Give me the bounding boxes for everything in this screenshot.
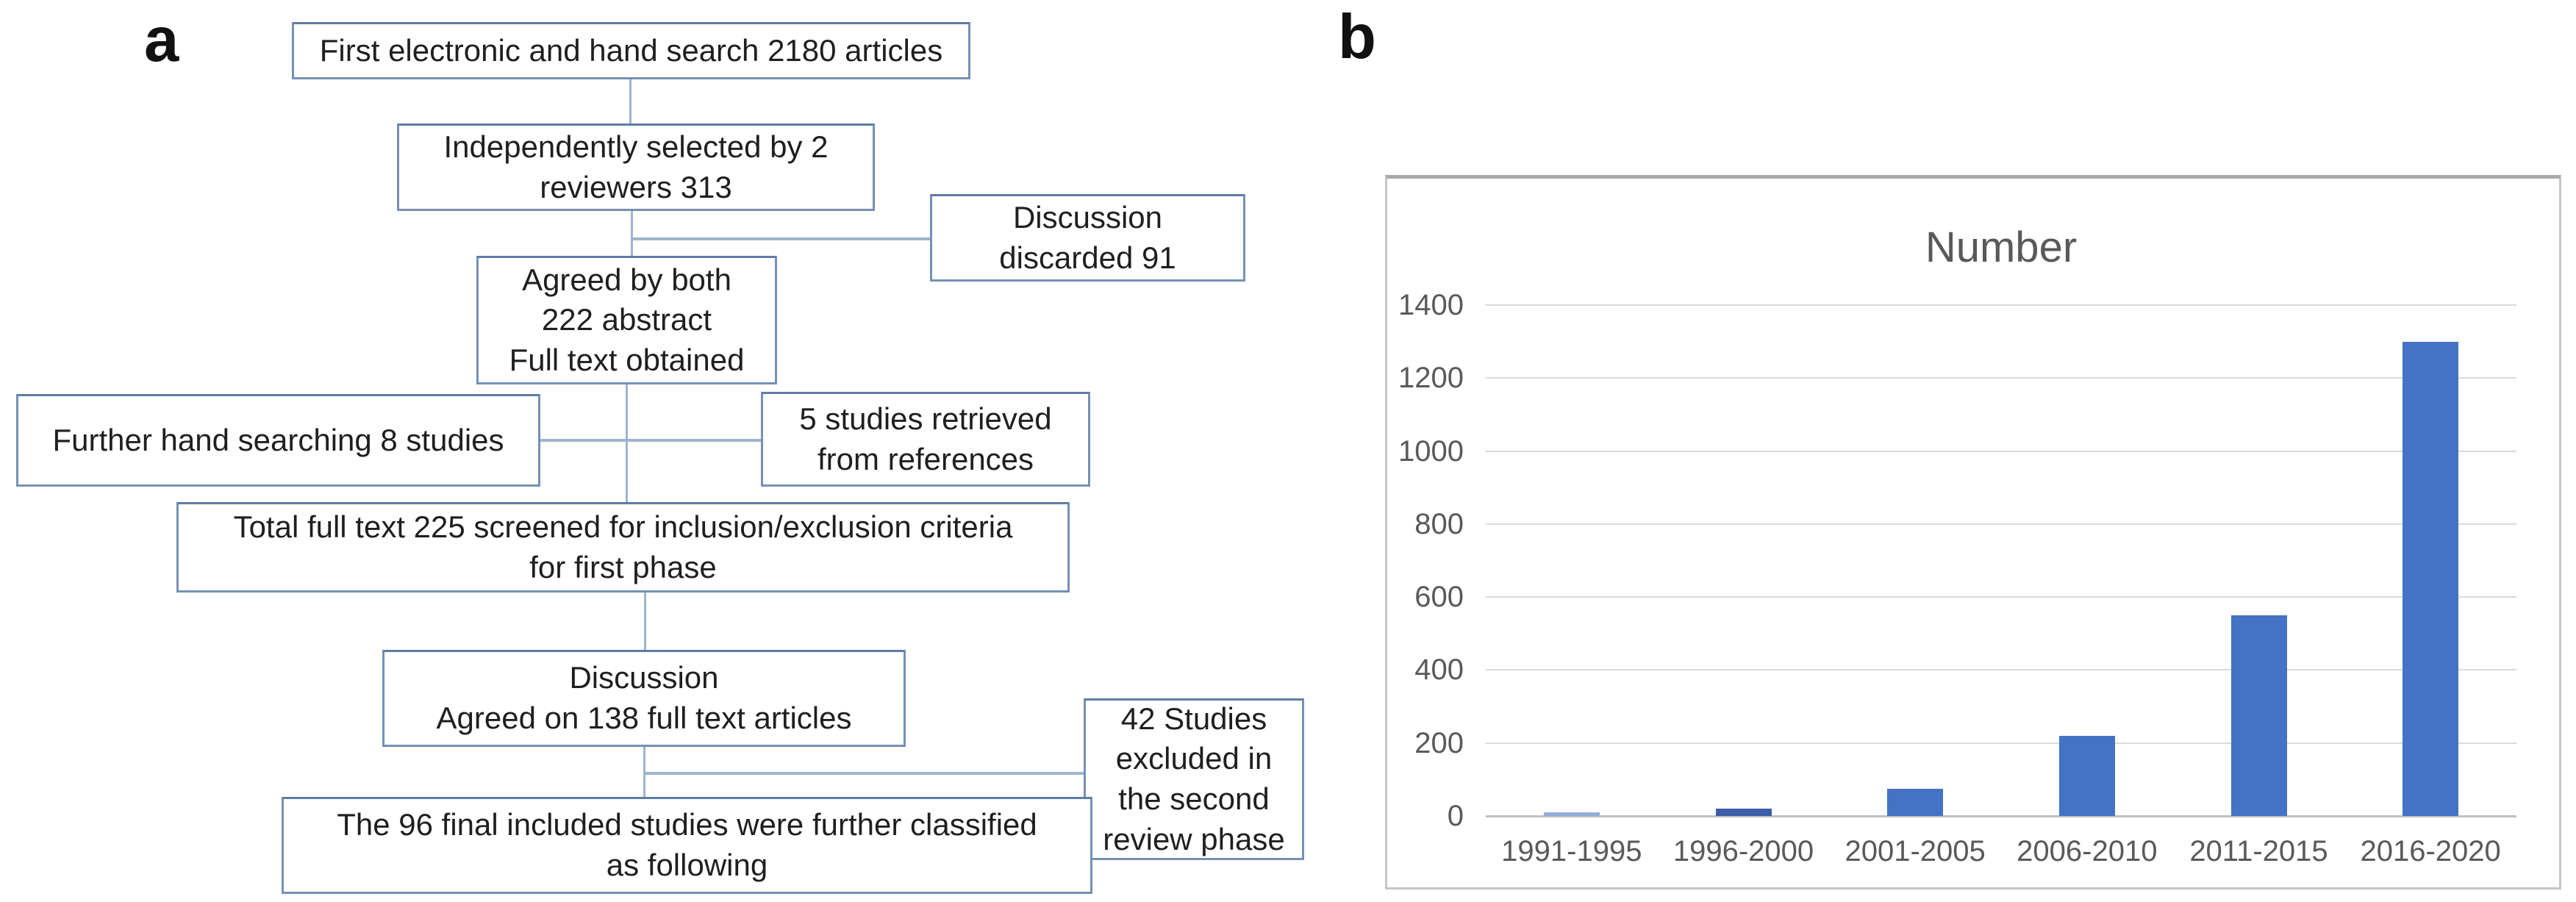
gridline <box>1486 377 2516 379</box>
bar-2001-2005 <box>1887 788 1944 816</box>
y-tick-label: 0 <box>1447 800 1464 832</box>
y-tick-label: 400 <box>1414 654 1464 687</box>
x-tick-label: 2006-2010 <box>2017 835 2158 867</box>
y-tick-label: 1400 <box>1398 289 1464 321</box>
x-tick-label: 2001-2005 <box>1845 835 1986 867</box>
connector-line <box>644 593 646 651</box>
gridline <box>1486 304 2516 306</box>
flowchart-box-studies-excluded: 42 Studies excluded in the second review… <box>1084 698 1304 860</box>
bar-1991-1995 <box>1543 812 1600 816</box>
x-tick-label: 1991-1995 <box>1501 835 1642 867</box>
gridline <box>1486 523 2516 525</box>
flowchart-box-discussion-discarded: Discussion discarded 91 <box>930 194 1245 282</box>
y-tick-label: 600 <box>1414 581 1464 614</box>
flowchart-box-discussion-agreed: Discussion Agreed on 138 full text artic… <box>382 650 906 747</box>
bar-2006-2010 <box>2058 735 2115 816</box>
gridline <box>1486 669 2516 671</box>
bar-chart-panel: Number 0 200 400 600 800 1000 1200 1400 1991-199… <box>1385 175 2561 890</box>
y-tick-label: 200 <box>1414 726 1464 759</box>
gridline <box>1486 450 2516 452</box>
x-axis-line <box>1486 815 2516 817</box>
flowchart-box-further-hand-searching: Further hand searching 8 studies <box>16 394 540 487</box>
gridline <box>1486 596 2516 598</box>
connector-line <box>631 237 930 240</box>
flowchart-box-first-search: First electronic and hand search 2180 ar… <box>292 22 970 79</box>
x-tick-label: 2016-2020 <box>2360 835 2501 867</box>
y-tick-label: 1200 <box>1398 362 1464 395</box>
chart-title: Number <box>1925 223 2078 271</box>
flowchart-box-independently-selected: Independently selected by 2 reviewers 31… <box>397 124 875 211</box>
flowchart-box-studies-retrieved: 5 studies retrieved from references <box>761 392 1090 487</box>
y-tick-label: 800 <box>1414 507 1464 540</box>
connector-line <box>643 772 1084 775</box>
panel-a-label: a <box>144 5 179 75</box>
flowchart-box-final-included: The 96 final included studies were furth… <box>282 797 1092 894</box>
connector-line <box>631 211 633 257</box>
bar-2016-2020 <box>2403 341 2459 816</box>
connector-line <box>629 79 632 125</box>
y-tick-label: 1000 <box>1398 434 1464 468</box>
connector-line <box>540 439 761 442</box>
gridline <box>1486 742 2516 744</box>
bar-2011-2015 <box>2230 615 2287 816</box>
bar-1996-2000 <box>1715 809 1772 816</box>
flowchart-box-agreed-by-both: Agreed by both 222 abstract Full text ob… <box>476 256 777 384</box>
x-tick-label: 1996-2000 <box>1672 835 1814 867</box>
x-tick-label: 2011-2015 <box>2189 835 2328 867</box>
connector-line <box>626 384 628 504</box>
panel-b-label: b <box>1338 2 1376 72</box>
flowchart-box-total-full-text: Total full text 225 screened for inclusi… <box>176 502 1070 593</box>
